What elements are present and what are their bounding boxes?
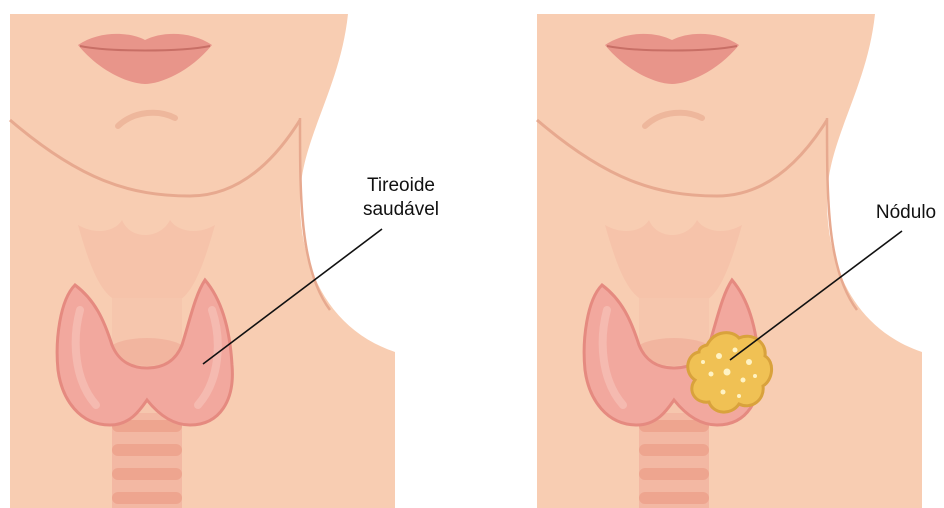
nodule-label: Nódulo [868, 201, 944, 225]
trachea [639, 410, 709, 508]
label-line-1: Nódulo [868, 201, 944, 225]
trachea [112, 410, 182, 508]
label-line-2: saudável [346, 198, 456, 222]
nodule-neck-illustration [527, 0, 944, 508]
label-line-1: Tireoide [346, 174, 456, 198]
healthy-neck-illustration [0, 0, 470, 508]
healthy-thyroid-panel [0, 0, 470, 508]
healthy-thyroid-label: Tireoide saudável [346, 174, 456, 222]
nodule-thyroid-panel [527, 0, 944, 508]
